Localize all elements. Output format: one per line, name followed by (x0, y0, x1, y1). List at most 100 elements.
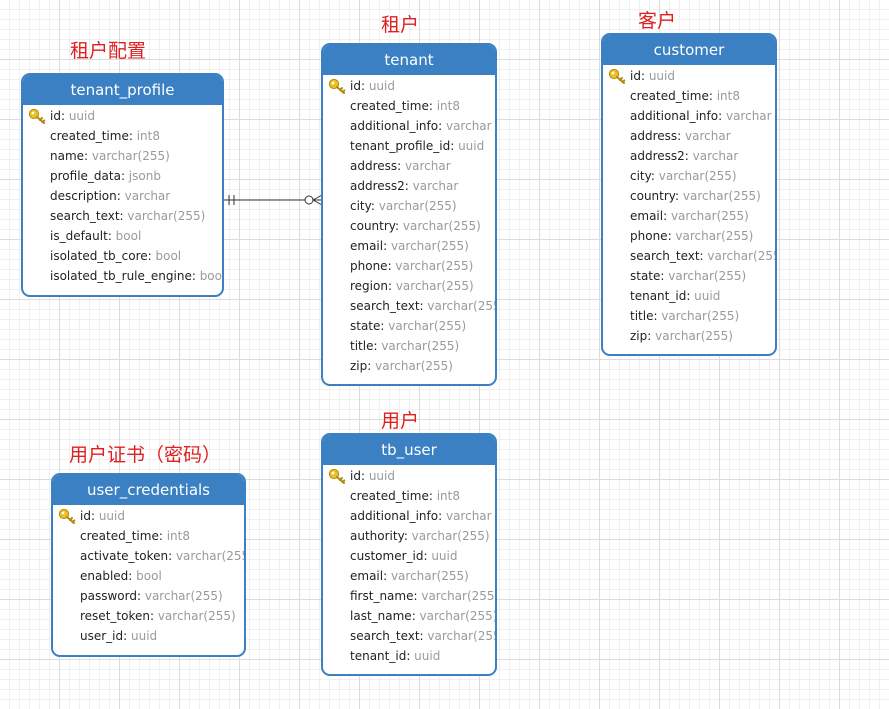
field-text: region: varchar(255) (350, 276, 474, 296)
field-row[interactable]: tenant_profile_id: uuid (323, 136, 495, 156)
field-row[interactable]: password: varchar(255) (53, 586, 244, 606)
field-text: is_default: bool (50, 226, 141, 246)
field-row[interactable]: state: varchar(255) (323, 316, 495, 336)
table-header[interactable]: user_credentials (53, 475, 244, 505)
field-row[interactable]: region: varchar(255) (323, 276, 495, 296)
field-row[interactable]: country: varchar(255) (323, 216, 495, 236)
field-row[interactable]: description: varchar (23, 186, 222, 206)
field-row[interactable]: id: uuid (323, 76, 495, 96)
field-row[interactable]: isolated_tb_core: bool (23, 246, 222, 266)
field-row[interactable]: profile_data: jsonb (23, 166, 222, 186)
field-row[interactable]: address: varchar (603, 126, 775, 146)
field-separator: : (123, 629, 131, 643)
field-row[interactable]: created_time: int8 (23, 126, 222, 146)
field-separator: : (450, 139, 459, 153)
field-type: varchar(255) (378, 199, 457, 213)
field-row[interactable]: last_name: varchar(255) (323, 606, 495, 626)
field-separator: : (438, 509, 446, 523)
field-type: varchar(255) (421, 589, 497, 603)
field-name: tenant_id (350, 649, 407, 663)
field-name: id (50, 109, 61, 123)
field-row[interactable]: id: uuid (603, 66, 775, 86)
field-row[interactable]: title: varchar(255) (603, 306, 775, 326)
field-name: phone (350, 259, 388, 273)
field-row[interactable]: email: varchar(255) (323, 236, 495, 256)
field-row[interactable]: isolated_tb_rule_engine: bool (23, 266, 222, 286)
field-row[interactable]: phone: varchar(255) (603, 226, 775, 246)
field-text: country: varchar(255) (630, 186, 761, 206)
field-row[interactable]: activate_token: varchar(255) (53, 546, 244, 566)
field-row[interactable]: additional_info: varchar (323, 116, 495, 136)
field-row[interactable]: email: varchar(255) (603, 206, 775, 226)
field-row[interactable]: search_text: varchar(255) (603, 246, 775, 266)
field-text: zip: varchar(255) (630, 326, 733, 346)
field-row[interactable]: user_id: uuid (53, 626, 244, 646)
primary-key-icon (328, 78, 346, 94)
field-text: activate_token: varchar(255) (80, 546, 244, 566)
field-row[interactable]: email: varchar(255) (323, 566, 495, 586)
field-name: email (630, 209, 664, 223)
field-text: city: varchar(255) (350, 196, 457, 216)
field-name: password (80, 589, 137, 603)
field-row[interactable]: tenant_id: uuid (603, 286, 775, 306)
field-row[interactable]: search_text: varchar(255) (323, 626, 495, 646)
field-row[interactable]: phone: varchar(255) (323, 256, 495, 276)
field-separator: : (403, 529, 412, 543)
table-header[interactable]: customer (603, 35, 775, 65)
field-name: search_text (50, 209, 120, 223)
field-row[interactable]: created_time: int8 (323, 486, 495, 506)
field-type: varchar(255) (144, 589, 223, 603)
field-row[interactable]: tenant_id: uuid (323, 646, 495, 666)
field-row[interactable]: created_time: int8 (603, 86, 775, 106)
field-name: name (50, 149, 85, 163)
field-row[interactable]: search_text: varchar(255) (323, 296, 495, 316)
field-name: description (50, 189, 117, 203)
field-name: created_time (50, 129, 129, 143)
field-row[interactable]: created_time: int8 (53, 526, 244, 546)
table-header[interactable]: tenant_profile (23, 75, 222, 105)
field-row[interactable]: address2: varchar (603, 146, 775, 166)
field-text: id: uuid (350, 466, 395, 486)
field-row[interactable]: is_default: bool (23, 226, 222, 246)
field-row[interactable]: first_name: varchar(255) (323, 586, 495, 606)
field-text: tenant_profile_id: uuid (350, 136, 484, 156)
field-row[interactable]: additional_info: varchar (323, 506, 495, 526)
table-header[interactable]: tb_user (323, 435, 495, 465)
field-row[interactable]: created_time: int8 (323, 96, 495, 116)
field-row[interactable]: country: varchar(255) (603, 186, 775, 206)
field-row[interactable]: name: varchar(255) (23, 146, 222, 166)
field-type: varchar(255) (390, 239, 469, 253)
field-row[interactable]: address: varchar (323, 156, 495, 176)
field-type: varchar(255) (675, 229, 754, 243)
field-row[interactable]: authority: varchar(255) (323, 526, 495, 546)
field-type: varchar (692, 149, 739, 163)
field-row[interactable]: search_text: varchar(255) (23, 206, 222, 226)
field-row[interactable]: id: uuid (53, 506, 244, 526)
field-row[interactable]: title: varchar(255) (323, 336, 495, 356)
field-row[interactable]: zip: varchar(255) (603, 326, 775, 346)
field-row[interactable]: enabled: bool (53, 566, 244, 586)
field-row[interactable]: additional_info: varchar (603, 106, 775, 126)
table-header[interactable]: tenant (323, 45, 495, 75)
field-row[interactable]: address2: varchar (323, 176, 495, 196)
field-row[interactable]: city: varchar(255) (323, 196, 495, 216)
field-name: reset_token (80, 609, 150, 623)
field-row[interactable]: customer_id: uuid (323, 546, 495, 566)
field-row[interactable]: city: varchar(255) (603, 166, 775, 186)
field-name: first_name (350, 589, 414, 603)
field-name: activate_token (80, 549, 169, 563)
field-row[interactable]: state: varchar(255) (603, 266, 775, 286)
field-row[interactable]: id: uuid (23, 106, 222, 126)
field-row[interactable]: reset_token: varchar(255) (53, 606, 244, 626)
field-row[interactable]: id: uuid (323, 466, 495, 486)
field-text: password: varchar(255) (80, 586, 223, 606)
field-text: created_time: int8 (80, 526, 190, 546)
field-row[interactable]: zip: varchar(255) (323, 356, 495, 376)
primary-key-icon (328, 468, 346, 484)
